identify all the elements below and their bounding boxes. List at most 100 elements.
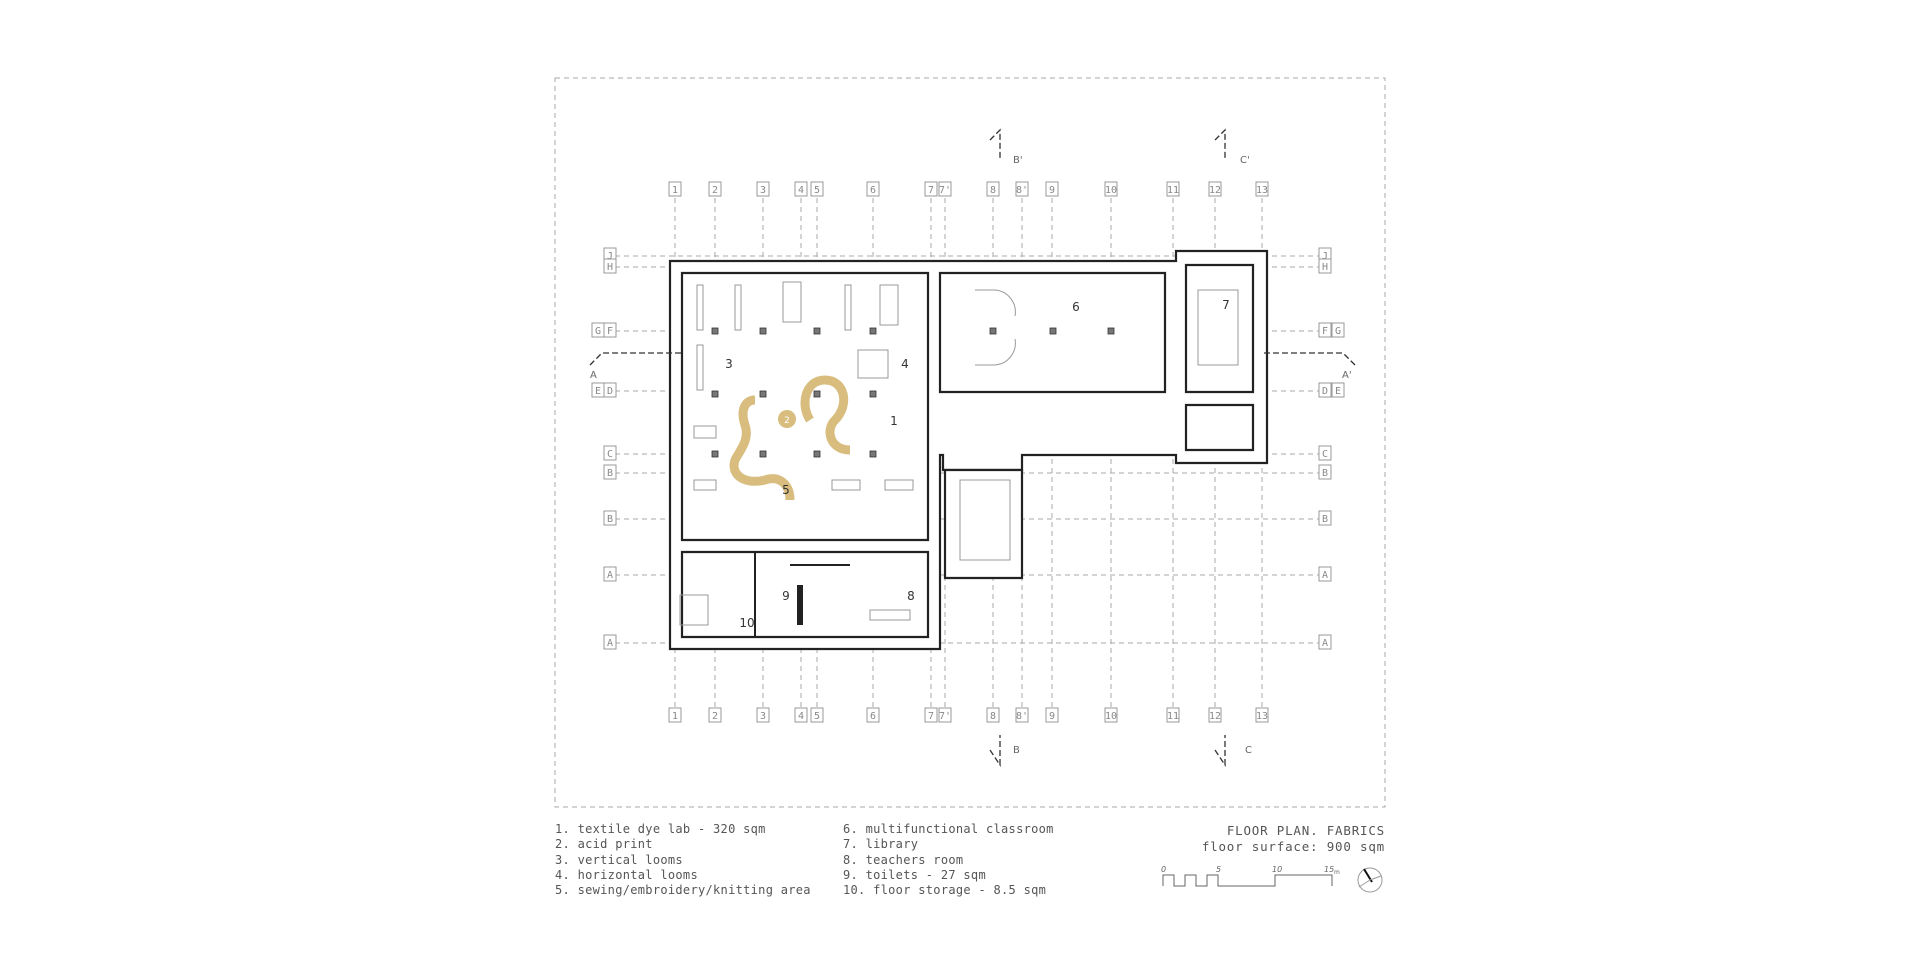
legend-item: 8. teachers room xyxy=(843,852,964,867)
acid-print-marker xyxy=(778,410,796,428)
grid-label-row-box xyxy=(1318,566,1332,582)
grid-label-column-box xyxy=(1045,181,1059,197)
grid-label-row: A xyxy=(607,638,613,649)
grid-label-column: 7' xyxy=(939,185,951,196)
grid-label-column: 1 xyxy=(672,711,678,722)
scale-unit: m xyxy=(1334,869,1340,876)
grid-label-column: 7' xyxy=(939,711,951,722)
grid-label-column: 10 xyxy=(1105,711,1117,722)
grid-label-row: F xyxy=(607,326,613,337)
section-marker-c-bottom: C xyxy=(1245,745,1252,756)
grid-label-row: D xyxy=(607,386,613,397)
grid-label-column: 9 xyxy=(1049,711,1055,722)
legend-column-1: 1. textile dye lab - 320 sqm 2. acid pri… xyxy=(555,822,811,898)
grid-label-column: 4 xyxy=(798,711,804,722)
grid-label-column: 7 xyxy=(928,185,934,196)
grid-label-column-box xyxy=(986,707,1000,723)
grid-label-column: 12 xyxy=(1209,711,1221,722)
grid-label-column: 9 xyxy=(1049,185,1055,196)
room-label-9: 9 xyxy=(782,589,790,603)
grid-label-column: 8' xyxy=(1016,185,1028,196)
room-label-5: 5 xyxy=(782,483,790,497)
legend-item: 10. floor storage - 8.5 sqm xyxy=(843,883,1047,898)
section-marker-a-left: A xyxy=(590,370,597,381)
scale-tick-10: 10 xyxy=(1272,865,1282,874)
grid-label-column-box xyxy=(1015,181,1029,197)
grid-label-column-box xyxy=(1015,707,1029,723)
grid-label-column-box xyxy=(986,181,1000,197)
drawing-frame xyxy=(554,77,1386,808)
grid-label-row-extra: E xyxy=(1335,386,1341,397)
grid-label-row: B xyxy=(1322,468,1328,479)
scale-bar: 0 5 10 15 m xyxy=(1161,865,1340,887)
grid-label-row-box xyxy=(603,510,617,526)
grid-label-row-box xyxy=(603,566,617,582)
furniture xyxy=(679,281,1239,626)
grid-label-row-extra-box xyxy=(1331,322,1345,338)
grid-label-row-box xyxy=(603,634,617,650)
grid-label-row: J xyxy=(607,251,613,262)
grid-label-column: 3 xyxy=(760,711,766,722)
grid-label-row-extra-box xyxy=(591,382,605,398)
building-walls xyxy=(668,249,1269,651)
grid-label-row-extra: E xyxy=(595,386,601,397)
grid-label-column: 13 xyxy=(1256,185,1268,196)
grid-label-column-box xyxy=(938,181,952,197)
north-arrow-icon xyxy=(1357,867,1383,893)
grid-label-column-box xyxy=(708,707,722,723)
section-lines xyxy=(589,128,1356,768)
grid-label-column-box xyxy=(1166,181,1180,197)
grid-label-row-box xyxy=(1318,510,1332,526)
grid-label-row: H xyxy=(607,262,613,273)
grid-label-row-box xyxy=(603,445,617,461)
legend-item: 1. textile dye lab - 320 sqm xyxy=(555,822,766,836)
grid-label-column-box xyxy=(756,181,770,197)
legend-item: 4. horizontal looms xyxy=(555,867,698,882)
grid-label-row: A xyxy=(607,570,613,581)
grid-label-row-box xyxy=(1318,258,1332,274)
grid-label-row: F xyxy=(1322,326,1328,337)
grid-label-row-extra: G xyxy=(595,326,601,337)
room-label-8: 8 xyxy=(907,589,915,603)
grid-label-column-box xyxy=(1104,707,1118,723)
grid-label-column-box xyxy=(794,181,808,197)
grid-label-column-box xyxy=(668,707,682,723)
legend-item: 3. vertical looms xyxy=(555,852,683,867)
section-marker-b-top: B' xyxy=(1013,155,1023,166)
grid-label-column-box xyxy=(1255,707,1269,723)
scale-tick-5: 5 xyxy=(1216,865,1221,874)
grid-label-row: D xyxy=(1322,386,1328,397)
legend-column-2: 6. multifunctional classroom 7. library … xyxy=(843,822,1054,898)
grid-label-row: A xyxy=(1322,570,1328,581)
grid-label-column: 10 xyxy=(1105,185,1117,196)
section-marker-a-right: A' xyxy=(1342,370,1352,381)
grid-label-column-box xyxy=(810,181,824,197)
grid-label-column: 2 xyxy=(712,185,718,196)
grid-label-column-box xyxy=(1208,707,1222,723)
grid-label-column: 6 xyxy=(870,185,876,196)
grid-label-row: C xyxy=(1322,449,1328,460)
legend-item: 6. multifunctional classroom xyxy=(843,822,1054,836)
grid-label-column: 7 xyxy=(928,711,934,722)
grid-label-row-box xyxy=(1318,634,1332,650)
plan-title-block: FLOOR PLAN. FABRICS floor surface: 900 s… xyxy=(1202,823,1385,854)
legend-item: 2. acid print xyxy=(555,837,653,852)
acid-print-swirl xyxy=(729,375,851,501)
grid-label-row-box xyxy=(1318,445,1332,461)
grid-label-column-box xyxy=(866,707,880,723)
section-marker-b-bottom: B xyxy=(1013,745,1020,756)
scale-tick-0: 0 xyxy=(1161,865,1166,874)
legend-item: 9. toilets - 27 sqm xyxy=(843,867,986,882)
grid-label-column: 5 xyxy=(814,185,820,196)
legend-item: 7. library xyxy=(843,837,919,852)
floor-surface: floor surface: 900 sqm xyxy=(1201,838,1385,854)
room-label-1: 1 xyxy=(890,414,898,428)
grid-label-row: B xyxy=(1322,514,1328,525)
grid-label-row-extra: G xyxy=(1335,326,1341,337)
grid-label-column: 12 xyxy=(1209,185,1221,196)
grid-label-column-box xyxy=(866,181,880,197)
plan-title: FLOOR PLAN. FABRICS xyxy=(1226,823,1385,838)
grid-label-row: A xyxy=(1322,638,1328,649)
grid-label-column: 1 xyxy=(672,185,678,196)
